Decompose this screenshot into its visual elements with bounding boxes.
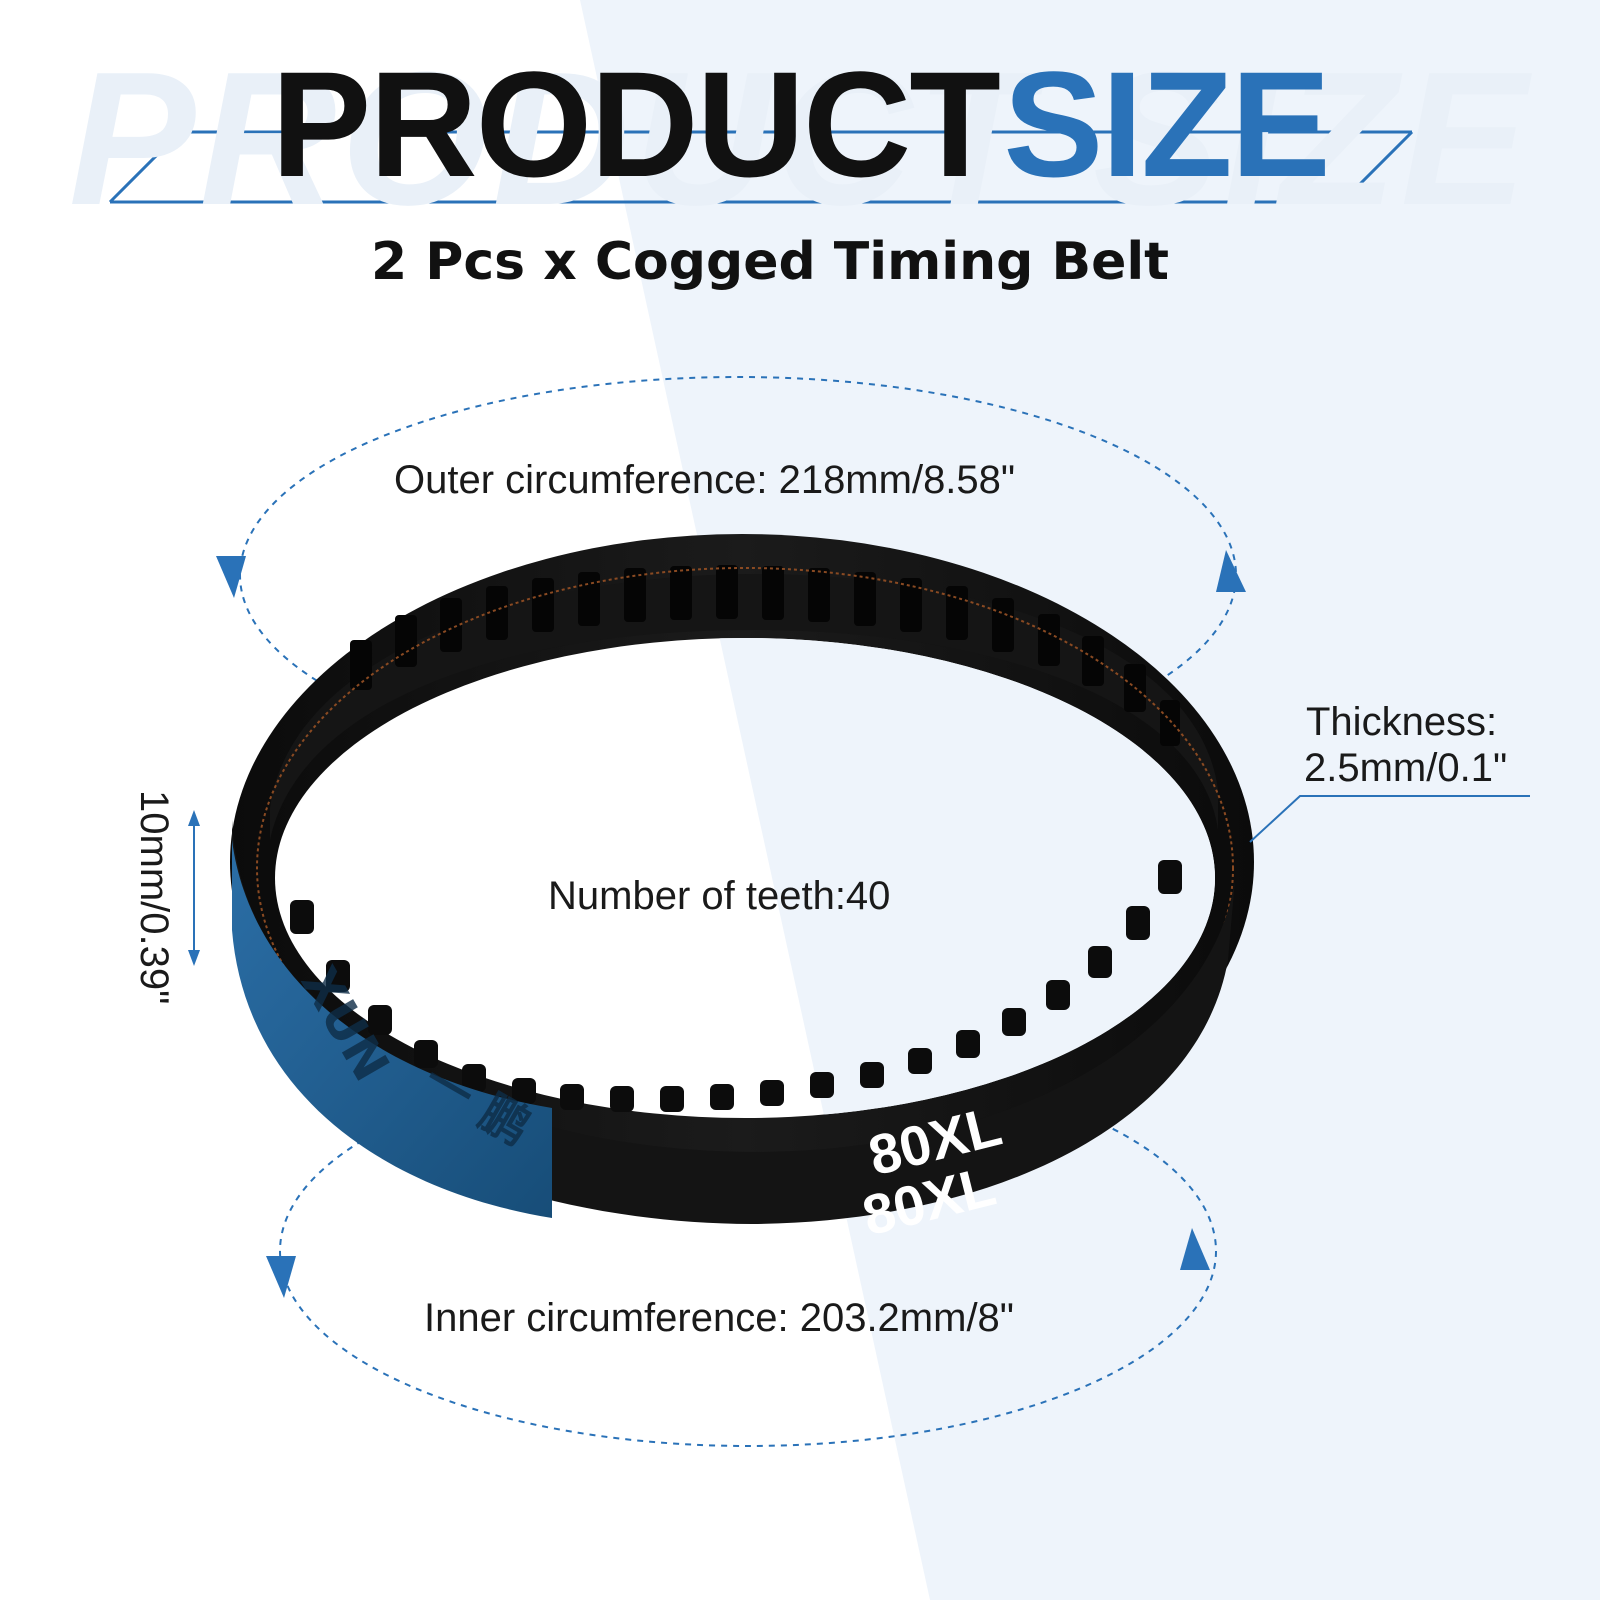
title-main: PRODUCT <box>271 40 1001 208</box>
inner-circumference-ellipse <box>279 1055 1217 1447</box>
belt-label-patch <box>232 840 552 1218</box>
ghost-title: PRODUCT SIZE <box>68 33 1532 245</box>
inner-circumference-label: Inner circumference: 203.2mm/8" <box>424 1296 1014 1340</box>
outer-circumference-label: Outer circumference: 218mm/8.58" <box>394 458 1016 502</box>
thickness-leader-line <box>1249 795 1530 843</box>
thickness-label-line2: 2.5mm/0.1" <box>1304 746 1508 790</box>
arrow-down-icon <box>216 556 246 598</box>
arrow-up-icon-2 <box>1180 1228 1210 1270</box>
arrow-down-icon-2 <box>266 1256 296 1298</box>
belt-teeth <box>350 565 1180 746</box>
page-title: PRODUCT SIZE <box>0 38 1600 211</box>
double-arrow-icon <box>188 810 200 966</box>
title-frame-bottom <box>110 130 1414 204</box>
teeth-count-label: Number of teeth:40 <box>548 874 891 918</box>
title-accent: SIZE <box>1003 40 1330 208</box>
title-frame-top <box>108 130 1412 204</box>
belt-product-image: XUN 一 鹏 <box>230 534 1254 1224</box>
page-subtitle: 2 Pcs x Cogged Timing Belt <box>370 232 1170 292</box>
thickness-label-line1: Thickness: <box>1306 700 1498 744</box>
arrow-up-icon <box>1216 550 1246 592</box>
width-label: 10mm/0.39" <box>132 790 176 1005</box>
